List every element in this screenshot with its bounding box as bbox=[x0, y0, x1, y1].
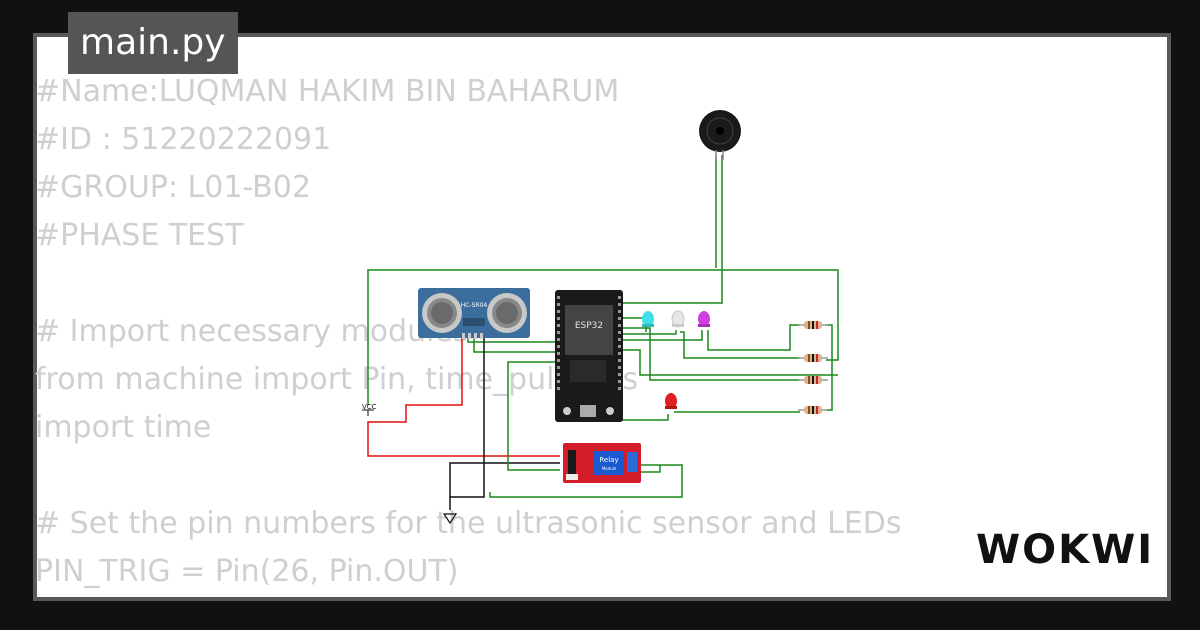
wire bbox=[473, 338, 556, 353]
wire bbox=[680, 331, 800, 359]
file-tab-main-py[interactable]: main.py bbox=[68, 12, 238, 74]
wire bbox=[620, 330, 703, 341]
wire bbox=[467, 338, 556, 343]
wire bbox=[707, 324, 800, 351]
wire bbox=[620, 327, 800, 381]
sensor-label: HC-SR04 bbox=[461, 302, 488, 309]
resistor bbox=[798, 406, 828, 414]
code-line: #ID : 51220222091 bbox=[35, 122, 332, 157]
wire bbox=[640, 465, 661, 473]
wire bbox=[826, 324, 833, 411]
code-line: PIN_TRIG = Pin(26, Pin.OUT) bbox=[35, 554, 459, 589]
mcu-label: ESP32 bbox=[575, 321, 603, 331]
wire bbox=[367, 269, 839, 405]
wire bbox=[449, 338, 485, 510]
relay-module: Relay Module bbox=[563, 443, 641, 483]
ultrasonic-sensor: HC-SR04 bbox=[418, 288, 530, 339]
vcc-symbol bbox=[362, 409, 374, 416]
wire bbox=[620, 155, 723, 304]
wire bbox=[507, 361, 560, 471]
wire bbox=[620, 414, 669, 421]
vcc-label: VCC bbox=[362, 403, 377, 411]
wokwi-logo: WOKWI bbox=[976, 527, 1155, 573]
esp32-board: ESP32 bbox=[555, 290, 623, 422]
led-white bbox=[671, 310, 685, 328]
led-cyan bbox=[642, 311, 654, 327]
code-line: #Name:LUQMAN HAKIM BIN BAHARUM bbox=[35, 74, 620, 109]
wire bbox=[620, 330, 677, 335]
relay-sublabel: Module bbox=[602, 466, 617, 471]
ground-symbol bbox=[442, 513, 458, 525]
led-red bbox=[665, 393, 677, 409]
relay-label: Relay bbox=[599, 456, 618, 464]
wire bbox=[449, 462, 560, 497]
wire bbox=[367, 338, 560, 457]
wire bbox=[620, 349, 838, 376]
led-purple bbox=[698, 311, 710, 327]
code-line: #PHASE TEST bbox=[35, 218, 244, 253]
code-editor: #Name:LUQMAN HAKIM BIN BAHARUM #ID : 512… bbox=[35, 68, 902, 596]
resistor bbox=[798, 354, 828, 362]
code-line: # Set the pin numbers for the ultrasonic… bbox=[35, 506, 902, 541]
code-line: #GROUP: L01-B02 bbox=[35, 170, 311, 205]
wires bbox=[367, 155, 839, 510]
buzzer bbox=[699, 110, 741, 160]
wire bbox=[489, 464, 683, 498]
resistor bbox=[798, 321, 828, 329]
resistor bbox=[798, 376, 828, 384]
code-line: import time bbox=[35, 410, 212, 445]
